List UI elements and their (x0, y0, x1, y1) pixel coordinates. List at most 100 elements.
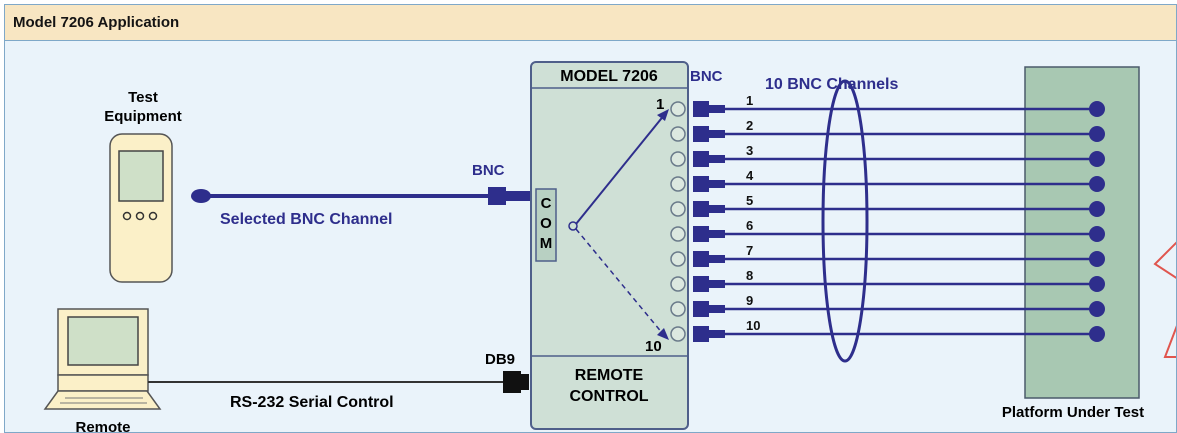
serial-control-label: RS-232 Serial Control (230, 394, 394, 411)
channel-number-label: 5 (746, 193, 753, 208)
switch-arrowhead (657, 328, 669, 340)
panel-title: Model 7206 Application (13, 14, 180, 31)
bnc-connector (693, 101, 709, 117)
com-letter: C (541, 195, 552, 212)
remote-screen (67, 316, 139, 366)
test-equipment-knob (148, 211, 158, 221)
bnc-connector (693, 301, 709, 317)
bnc-connector-left (488, 187, 506, 205)
port-hole (670, 176, 686, 192)
channel-number-label: 6 (746, 218, 753, 233)
remote-label: Remote (75, 419, 130, 433)
switch-alternate-path (575, 228, 664, 335)
port-last-label: 10 (645, 338, 662, 355)
port-hole (670, 276, 686, 292)
bnc-connector-barrel (709, 105, 725, 113)
db9-label: DB9 (485, 351, 515, 368)
bnc-connector-left-barrel (506, 191, 530, 201)
selected-channel-cable: BNC Selected BNC Channel (191, 162, 530, 228)
port-hole (670, 201, 686, 217)
bnc-connector-barrel (709, 155, 725, 163)
platform-connection-dot (1089, 201, 1105, 217)
bnc-connector (693, 276, 709, 292)
application-panel: Model 7206 Application Test Equipment BN… (4, 4, 1177, 433)
remote-keyboard (43, 390, 162, 410)
bnc-connector-barrel (709, 255, 725, 263)
test-equipment-screen (118, 150, 164, 202)
remote-control-label-line2: CONTROL (569, 388, 648, 405)
bnc-header-label: BNC (690, 68, 723, 85)
channel-number-label: 1 (746, 93, 753, 108)
bnc-connector (693, 251, 709, 267)
com-letter: M (540, 235, 553, 252)
db9-connector-tip (521, 374, 529, 390)
port-hole (670, 326, 686, 342)
channel-number-label: 3 (746, 143, 753, 158)
bnc-connector (693, 176, 709, 192)
test-equipment-knob (135, 211, 145, 221)
com-pivot (568, 221, 578, 231)
remote-base (57, 374, 149, 392)
platform-connection-dot (1089, 226, 1105, 242)
remote-computer: Remote (43, 308, 162, 433)
platform-connection-dot (1089, 301, 1105, 317)
bnc-connector-barrel (709, 180, 725, 188)
selected-channel-label: Selected BNC Channel (220, 211, 392, 228)
platform-connection-dot (1089, 126, 1105, 142)
bnc-connector-barrel (709, 130, 725, 138)
platform-connection-dot (1089, 101, 1105, 117)
bnc-connector-barrel (709, 330, 725, 338)
channel-number-label: 4 (746, 168, 754, 183)
bnc-channel-cables: 1 2 3 4 5 6 7 8 9 10 (693, 93, 1105, 342)
remote-control-label-line1: REMOTE (575, 367, 644, 384)
test-equipment-knob (122, 211, 132, 221)
com-port (535, 188, 557, 262)
bnc-connector (693, 201, 709, 217)
port-hole (670, 101, 686, 117)
port-hole (670, 151, 686, 167)
bnc-connector (693, 151, 709, 167)
bnc-connector-barrel (709, 205, 725, 213)
serial-control-cable: DB9 RS-232 Serial Control (148, 351, 529, 411)
model-7206-body (530, 61, 689, 430)
bnc-connector (693, 126, 709, 142)
platform-connection-dot (1089, 251, 1105, 267)
annotation-arrow-lower (1163, 325, 1176, 358)
channel-number-label: 2 (746, 118, 753, 133)
model-7206-unit: MODEL 7206 REMOTE CONTROL C O M 1 10 (530, 61, 689, 430)
application-diagram: Test Equipment BNC Selected BNC Channel (43, 61, 1176, 433)
bnc-connector-barrel (709, 280, 725, 288)
channel-number-label: 8 (746, 268, 753, 283)
test-equipment-label-line2: Equipment (104, 108, 182, 125)
port-hole (670, 251, 686, 267)
port-first-label: 1 (656, 96, 664, 113)
bnc-left-label: BNC (472, 162, 505, 179)
channel-number-label: 7 (746, 243, 753, 258)
switch-arrowhead (657, 109, 669, 121)
platform-connection-dot (1089, 151, 1105, 167)
test-equipment: Test Equipment (104, 89, 182, 283)
cable-plug-left (191, 189, 211, 203)
channel-number-label: 9 (746, 293, 753, 308)
switch-selected-path (575, 113, 666, 225)
platform-connection-dot (1089, 176, 1105, 192)
channel-number-label: 10 (746, 318, 760, 333)
platform-label: Platform Under Test (1002, 404, 1144, 421)
bnc-channels-label: 10 BNC Channels (765, 76, 898, 93)
annotation-arrow-upper (1153, 241, 1176, 279)
port-holes (670, 101, 686, 342)
cable-bundle-ellipse (821, 79, 869, 363)
bnc-connector (693, 226, 709, 242)
port-hole (670, 126, 686, 142)
test-equipment-label-line1: Test (128, 89, 158, 106)
platform-under-test (1024, 66, 1140, 399)
db9-connector (503, 371, 521, 393)
bnc-connector-barrel (709, 305, 725, 313)
port-hole (670, 226, 686, 242)
port-hole (670, 301, 686, 317)
panel-titlebar: Model 7206 Application (5, 5, 1176, 41)
bnc-connector (693, 326, 709, 342)
platform-connection-dot (1089, 276, 1105, 292)
bnc-connector-barrel (709, 230, 725, 238)
com-letter: O (540, 215, 552, 232)
